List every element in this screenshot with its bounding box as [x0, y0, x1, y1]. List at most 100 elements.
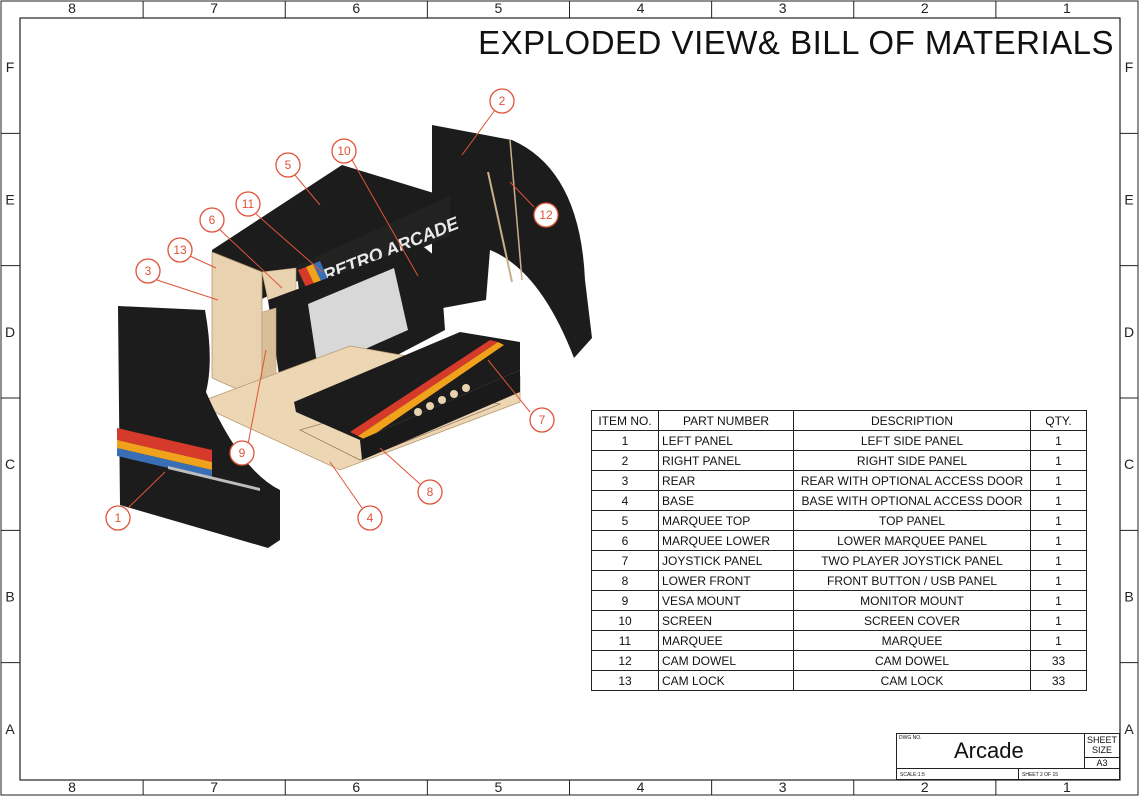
balloon-number: 10 [337, 144, 351, 158]
balloon-number: 2 [499, 94, 506, 108]
front-button [450, 390, 458, 398]
bom-description: RIGHT SIDE PANEL [793, 450, 1031, 471]
bom-description: REAR WITH OPTIONAL ACCESS DOOR [793, 470, 1031, 491]
title-block-footer-box [896, 768, 1120, 780]
balloon-number: 4 [367, 511, 374, 525]
zone-column-top: 3 [779, 0, 787, 16]
bom-description: FRONT BUTTON / USB PANEL [793, 570, 1031, 591]
bom-item-no: 1 [591, 430, 659, 451]
balloon-callout: 6 [199, 207, 225, 233]
balloon-number: 9 [239, 446, 246, 460]
balloon-callout: 1 [105, 505, 131, 531]
zone-row-left: C [5, 456, 15, 472]
balloon-callout: 10 [331, 138, 357, 164]
bom-part-number: VESA MOUNT [658, 590, 794, 611]
bom-qty: 1 [1030, 490, 1087, 511]
sheet-number: SHEET 2 OF 15 [1022, 772, 1059, 778]
bom-item-no: 10 [591, 610, 659, 631]
bom-qty: 1 [1030, 470, 1087, 491]
balloon-callout: 11 [235, 191, 261, 217]
balloon-circle [199, 207, 225, 233]
balloon-callout: 8 [417, 479, 443, 505]
zone-row-right: F [1125, 59, 1134, 75]
scale-label: SCALE:1:5 [900, 772, 925, 778]
zone-column-bottom: 7 [210, 779, 218, 795]
bom-part-number: BASE [658, 490, 794, 511]
joystick-stripe-red [350, 340, 498, 436]
page-title: EXPLODED VIEW& BILL OF MATERIALS [478, 24, 1114, 61]
zone-row-left: B [5, 589, 14, 605]
bom-item-no: 7 [591, 550, 659, 571]
title-block: DWG NO. Arcade SHEET SIZE A3 SCALE:1:5 S… [896, 733, 1120, 780]
bom-description: CAM LOCK [793, 670, 1031, 691]
bom-header-part-number: PART NUMBER [658, 410, 794, 431]
lower-front-panel [360, 370, 520, 460]
bom-qty: 1 [1030, 590, 1087, 611]
balloon-callout: 2 [489, 88, 515, 114]
bom-description: BASE WITH OPTIONAL ACCESS DOOR [793, 490, 1031, 511]
leader-line [293, 173, 321, 206]
bom-part-number: CAM DOWEL [658, 650, 794, 671]
zone-row-left: A [5, 721, 15, 737]
bom-description: TOP PANEL [793, 510, 1031, 531]
bom-part-number: REAR [658, 470, 794, 491]
zone-column-top: 5 [495, 0, 503, 16]
bom-qty: 1 [1030, 430, 1087, 451]
bom-item-no: 11 [591, 630, 659, 651]
balloon-number: 1 [115, 511, 122, 525]
balloon-callout: 13 [167, 237, 193, 263]
balloon-number: 8 [427, 485, 434, 499]
left-panel-stripe-red [117, 428, 212, 462]
leader-line [156, 279, 219, 301]
balloon-number: 3 [145, 264, 152, 278]
zone-row-left: E [5, 192, 14, 208]
zone-column-bottom: 5 [495, 779, 503, 795]
leader-line [509, 181, 535, 208]
balloon-callout: 12 [533, 202, 559, 228]
balloon-circle [489, 88, 515, 114]
bom-part-number: MARQUEE LOWER [658, 530, 794, 551]
balloon-circle [357, 505, 383, 531]
marquee [296, 196, 450, 300]
front-button [462, 384, 470, 392]
vesa-mount [261, 307, 277, 385]
bom-item-no: 12 [591, 650, 659, 671]
right-panel-dowel-line [487, 171, 513, 283]
bom-part-number: MARQUEE TOP [658, 510, 794, 531]
balloon-circle [135, 258, 161, 284]
bom-qty: 1 [1030, 450, 1087, 471]
bom-item-no: 3 [591, 470, 659, 491]
bom-qty: 1 [1030, 570, 1087, 591]
bom-item-no: 6 [591, 530, 659, 551]
balloon-number: 7 [539, 413, 546, 427]
bom-part-number: JOYSTICK PANEL [658, 550, 794, 571]
left-panel [118, 306, 280, 548]
screen [308, 268, 408, 370]
left-panel-stripe-orange [117, 440, 212, 470]
sheet-size-value: A3 [1096, 758, 1108, 768]
front-button [438, 396, 446, 404]
dwg-no-label: DWG NO. [899, 735, 922, 741]
exploded-view: RETRO ARCADE [117, 125, 592, 548]
bom-item-no: 9 [591, 590, 659, 611]
bom-qty: 1 [1030, 530, 1087, 551]
balloon-circle [229, 440, 255, 466]
leader-line [461, 109, 496, 156]
zone-row-left: D [5, 324, 15, 340]
front-button [426, 402, 434, 410]
zone-column-top: 1 [1063, 0, 1071, 16]
sheet-label: SHEET [1086, 735, 1117, 745]
